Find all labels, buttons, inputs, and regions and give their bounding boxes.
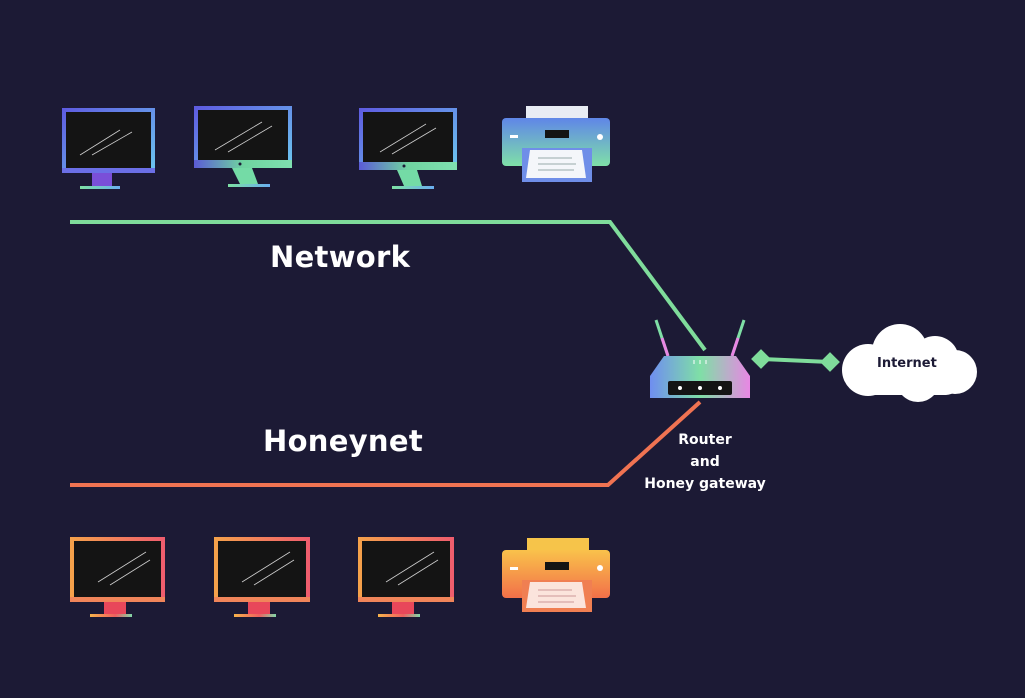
monitor-icon: [62, 108, 155, 189]
printer-icon: [502, 106, 610, 182]
router-label: Router and Honey gateway: [630, 429, 780, 495]
network-label: Network: [270, 240, 411, 274]
monitor-icon: [358, 537, 454, 617]
honeynet-label: Honeynet: [263, 424, 423, 458]
monitor-icon: [194, 106, 292, 187]
link-end-left: [751, 349, 771, 369]
cloud-icon: [842, 324, 977, 402]
internet-link: [761, 357, 831, 364]
internet-label: Internet: [877, 356, 937, 371]
router-label-line2: and: [690, 454, 720, 470]
monitor-icon: [359, 108, 457, 189]
monitor-icon: [70, 537, 165, 617]
router-label-line3: Honey gateway: [644, 476, 766, 492]
honeynet-line: [70, 400, 702, 487]
monitor-icon: [214, 537, 310, 617]
router-icon: [650, 319, 750, 398]
printer-icon: [502, 538, 610, 612]
router-label-line1: Router: [678, 432, 732, 448]
network-line: [70, 220, 707, 352]
link-end-right: [820, 352, 840, 372]
